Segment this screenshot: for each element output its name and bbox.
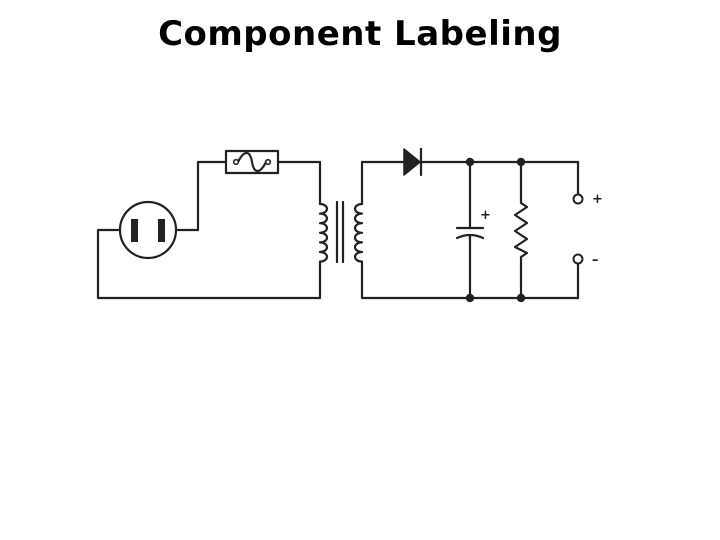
junction-dots (465, 157, 526, 303)
diode-symbol (403, 147, 423, 177)
output-negative-label: – (592, 253, 599, 268)
capacitor-symbol (455, 160, 485, 300)
slide-title: Component Labeling (158, 14, 562, 54)
transformer-symbol (318, 200, 364, 264)
secondary-wiring (360, 160, 580, 300)
capacitor-polarity-label: + (480, 208, 491, 223)
output-terminals (572, 193, 584, 265)
fuse-symbol (224, 149, 280, 175)
output-positive-label: + (592, 192, 603, 207)
primary-wiring (96, 160, 322, 300)
ac-plug-symbol (118, 200, 178, 260)
resistor-symbol (513, 160, 529, 300)
